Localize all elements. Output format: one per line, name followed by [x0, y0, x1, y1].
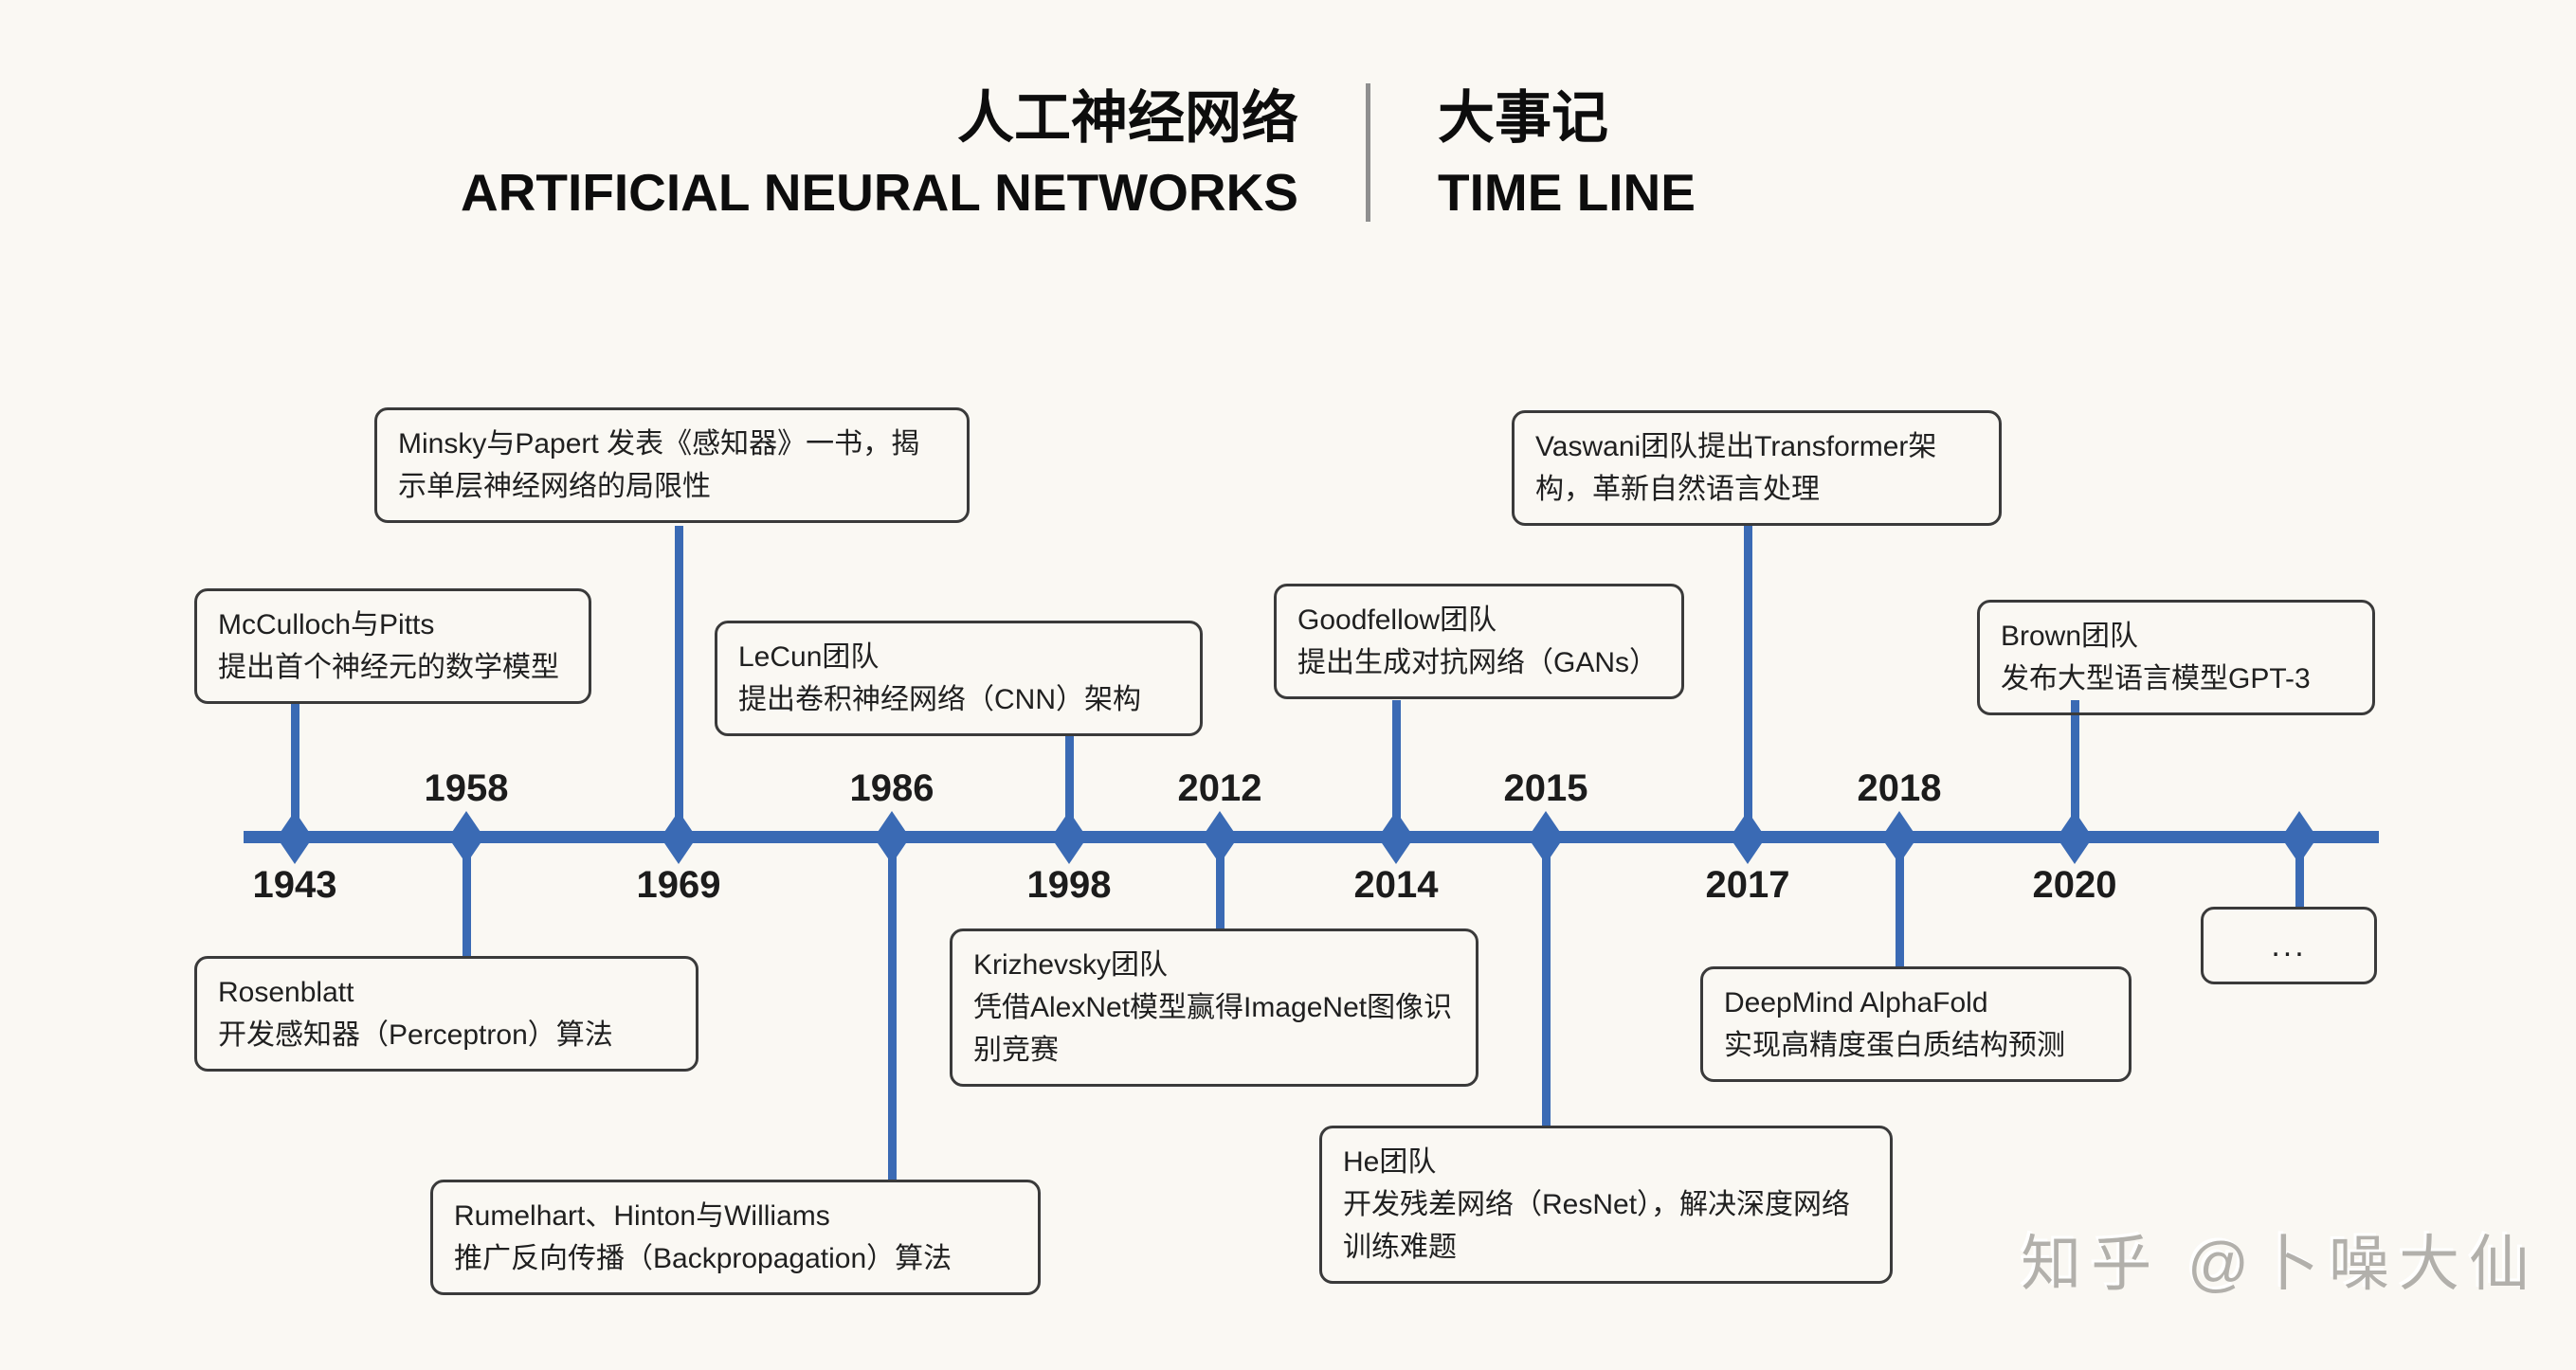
subtitle-chinese: 大事记: [1438, 86, 1608, 150]
title-chinese: 人工神经网络: [957, 86, 1298, 150]
event-box-2017: Vaswani团队提出Transformer架 构，革新自然语言处理: [1512, 410, 2002, 526]
connector-1998: [1065, 736, 1074, 833]
year-label-1986: 1986: [849, 767, 934, 809]
timeline-diamond-future: [2281, 811, 2317, 864]
timeline-diamond-1969: [661, 811, 697, 864]
timeline-diamond-2012: [1202, 811, 1238, 864]
connector-1943: [291, 703, 299, 833]
event-box-2015: He团队 开发残差网络（ResNet），解决深度网络 训练难题: [1319, 1126, 1893, 1284]
year-label-1998: 1998: [1026, 864, 1112, 906]
timeline-diamond-2017: [1730, 811, 1766, 864]
event-box-2012: Krizhevsky团队 凭借AlexNet模型赢得ImageNet图像识 别竞…: [950, 928, 1478, 1087]
year-label-1958: 1958: [424, 767, 509, 809]
event-box-1958: Rosenblatt 开发感知器（Perceptron）算法: [194, 956, 698, 1072]
event-box-future: ...: [2201, 907, 2377, 984]
connector-future: [2295, 838, 2304, 910]
timeline-diamond-2018: [1881, 811, 1917, 864]
event-box-1986: Rumelhart、Hinton与Williams 推广反向传播（Backpro…: [430, 1180, 1041, 1295]
timeline-axis: [244, 831, 2379, 843]
connector-1958: [463, 838, 471, 959]
year-label-2020: 2020: [2032, 864, 2117, 906]
timeline-diamond-1998: [1051, 811, 1087, 864]
event-box-2020: Brown团队 发布大型语言模型GPT-3: [1977, 600, 2375, 715]
event-box-2014: Goodfellow团队 提出生成对抗网络（GANs）: [1274, 584, 1684, 699]
timeline-diamond-1986: [874, 811, 910, 864]
connector-1986: [888, 838, 897, 1182]
header-right-block: 大事记 TIME LINE: [1438, 81, 1696, 229]
connector-2017: [1744, 526, 1752, 834]
event-box-2018: DeepMind AlphaFold 实现高精度蛋白质结构预测: [1700, 966, 2132, 1082]
connector-2014: [1392, 700, 1401, 833]
header-left-block: 人工神经网络 ARTIFICIAL NEURAL NETWORKS: [461, 81, 1298, 229]
year-label-2015: 2015: [1503, 767, 1588, 809]
timeline-diamond-2020: [2057, 811, 2093, 864]
timeline-diamond-2014: [1378, 811, 1414, 864]
event-box-1943: McCulloch与Pitts 提出首个神经元的数学模型: [194, 588, 591, 704]
timeline-diamond-1943: [277, 811, 313, 864]
timeline-diamond-2015: [1528, 811, 1564, 864]
connector-2012: [1216, 838, 1225, 931]
header-divider: [1366, 83, 1370, 222]
event-box-1998: LeCun团队 提出卷积神经网络（CNN）架构: [715, 621, 1203, 736]
connector-2018: [1896, 838, 1904, 969]
year-label-2017: 2017: [1705, 864, 1790, 906]
year-label-2018: 2018: [1857, 767, 1942, 809]
connector-2020: [2071, 700, 2079, 833]
connector-2015: [1542, 838, 1551, 1128]
year-label-1943: 1943: [252, 864, 337, 906]
year-label-2012: 2012: [1177, 767, 1262, 809]
subtitle-english: TIME LINE: [1438, 163, 1696, 222]
title-english: ARTIFICIAL NEURAL NETWORKS: [460, 163, 1298, 222]
timeline-diamond-1958: [448, 811, 484, 864]
year-label-2014: 2014: [1353, 864, 1439, 906]
year-label-1969: 1969: [636, 864, 721, 906]
event-box-1969: Minsky与Papert 发表《感知器》一书，揭 示单层神经网络的局限性: [374, 407, 970, 523]
zhihu-watermark: 知乎 @卜噪大仙: [2021, 1230, 2539, 1298]
connector-1969: [675, 526, 683, 834]
